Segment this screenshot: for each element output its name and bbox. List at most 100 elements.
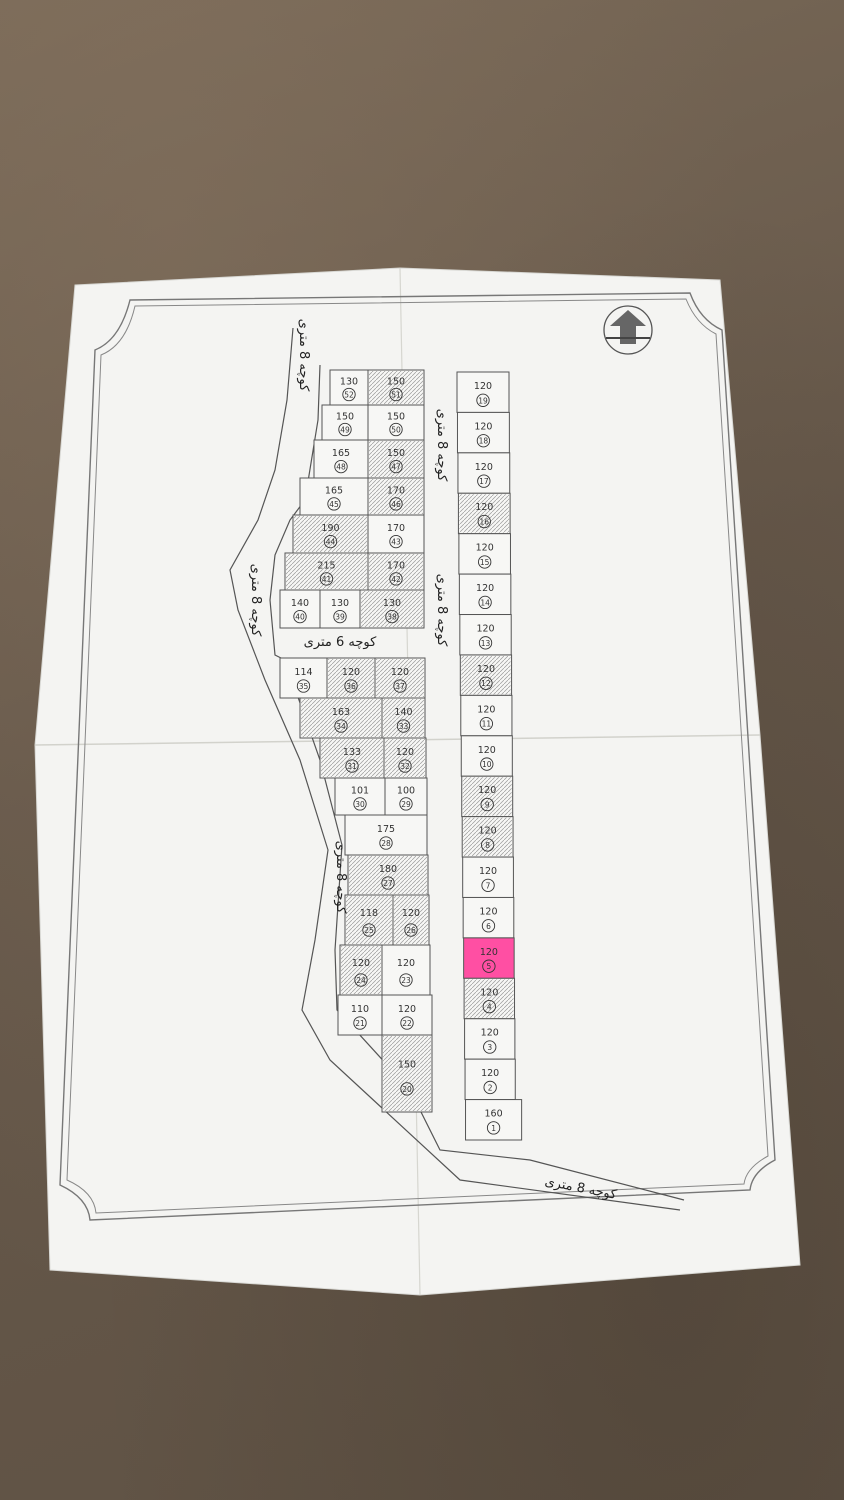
plot-number: 46	[391, 500, 401, 509]
plot-outline	[462, 896, 515, 939]
road-label-road-6m: کوچه 6 متری	[304, 635, 378, 650]
plot-hatching	[462, 777, 512, 816]
plot-number: 6	[486, 922, 491, 931]
plot-number-circle	[480, 757, 494, 771]
plot-area: 120	[474, 381, 492, 392]
plot-number-circle	[480, 838, 495, 852]
plot-outline	[344, 814, 428, 856]
plot-area: 120	[478, 745, 496, 756]
plot-area: 175	[377, 824, 395, 835]
plot-number-circle	[381, 876, 395, 890]
plot-hatching	[459, 494, 510, 533]
plot-number: 45	[329, 500, 339, 509]
plot-number-circle	[296, 679, 311, 693]
plot-number-circle	[479, 717, 494, 731]
plot-number: 24	[356, 976, 366, 985]
plot-area: 100	[397, 786, 415, 797]
plot-number-circle	[477, 514, 491, 529]
plot-area: 120	[342, 667, 360, 678]
plot-area: 215	[317, 561, 335, 572]
plot-number: 22	[402, 1019, 412, 1028]
plot-area: 120	[479, 826, 497, 837]
plot-number-circle	[353, 797, 367, 811]
plot-number: 49	[340, 426, 350, 435]
plot-number: 27	[383, 879, 393, 888]
plot-area: 160	[485, 1109, 503, 1120]
plot-number: 40	[295, 613, 305, 622]
plot-outline	[460, 694, 513, 737]
plot-area: 120	[402, 908, 420, 919]
plot-area: 163	[332, 707, 350, 718]
plot-number-circle	[344, 679, 358, 693]
plot-number-circle	[389, 572, 403, 586]
plot-outline	[367, 404, 425, 441]
plot-number: 34	[336, 722, 346, 731]
plot-area: 118	[360, 908, 378, 919]
plot-number: 23	[401, 976, 411, 985]
plot-number: 38	[387, 613, 397, 622]
plot-number-circle	[389, 387, 403, 402]
plot-number-circle	[353, 1016, 367, 1030]
plot-area: 120	[476, 583, 494, 594]
plot-outline	[458, 533, 511, 575]
plot-area: 120	[396, 747, 414, 758]
plot-area: 120	[391, 667, 409, 678]
plot-number-circle	[480, 797, 494, 812]
plot-hatching	[328, 659, 374, 697]
plot-number-circle	[399, 973, 413, 987]
plot-area: 120	[476, 624, 494, 635]
plot-number-circle	[362, 923, 376, 937]
plot-number: 13	[481, 639, 491, 648]
plan-border-outer	[59, 292, 776, 1221]
plot-number: 39	[335, 613, 345, 622]
plot-area: 120	[479, 866, 497, 877]
plot-hatching	[349, 856, 427, 894]
plot-area: 114	[294, 667, 312, 678]
plot-area: 120	[481, 1028, 499, 1039]
plot-hatching	[463, 817, 513, 857]
plot-area: 120	[475, 462, 493, 473]
plot-number-circle	[323, 534, 338, 549]
plot-number-circle	[345, 759, 359, 773]
plot-number: 2	[488, 1083, 493, 1092]
plot-number-circle	[478, 636, 493, 650]
plot-number: 43	[391, 538, 401, 547]
plot-area: 120	[481, 1068, 499, 1079]
plot-number-circle	[478, 555, 492, 569]
plot-outline	[381, 944, 431, 996]
plot-number-circle	[379, 836, 393, 850]
plot-number-circle	[400, 1016, 414, 1030]
plot-number: 19	[478, 396, 488, 405]
plot-number: 29	[401, 800, 411, 809]
plot-outline	[334, 777, 386, 816]
plot-outline	[337, 994, 383, 1036]
plot-number-circle	[389, 534, 403, 549]
road-label-road-center-lower: کوچه 8 متری	[434, 574, 449, 648]
plot-number-circle	[342, 387, 356, 402]
plot-number: 25	[364, 926, 374, 935]
plot-number: 11	[482, 720, 492, 729]
plot-number: 8	[485, 841, 490, 850]
plot-hatching	[369, 371, 423, 404]
plot-area: 170	[387, 523, 405, 534]
plot-area: 120	[478, 785, 496, 796]
plot-number: 4	[487, 1003, 492, 1012]
plot-outline	[458, 573, 512, 616]
plot-number: 12	[481, 679, 491, 688]
